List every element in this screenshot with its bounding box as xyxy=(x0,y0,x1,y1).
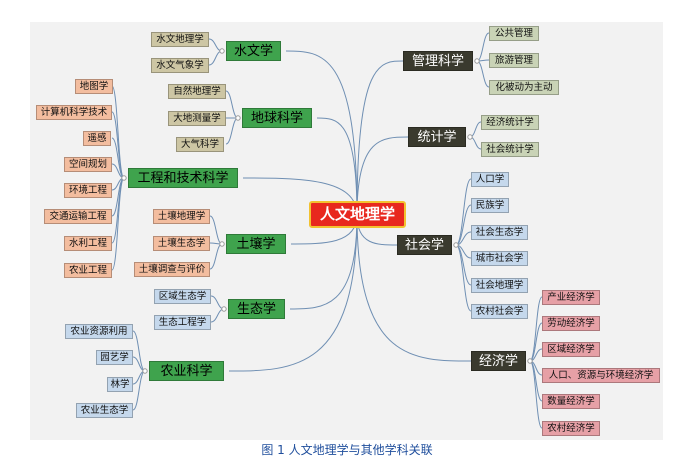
link-ecology-leaf-1 xyxy=(210,308,225,323)
junction-management xyxy=(474,58,480,64)
branch-ecology: 生态学 xyxy=(228,299,285,319)
link-statistics-leaf-0 xyxy=(469,121,482,138)
leaf-soil-geography: 土壤地理学 xyxy=(153,209,210,224)
link-engineering-leaf-6 xyxy=(111,177,125,244)
leaf-demography: 人口学 xyxy=(471,172,509,187)
branch-statistics: 统计学 xyxy=(408,127,466,147)
figure-caption: 图 1 人文地理学与其他学科关联 xyxy=(261,443,433,457)
leaf-cartography: 地图学 xyxy=(75,79,113,94)
branch-management: 管理科学 xyxy=(403,51,473,71)
leaf-economic-statistics: 经济统计学 xyxy=(481,115,539,130)
leaf-computer-science: 计算机科学技术 xyxy=(36,105,112,120)
link-earth-leaf-0 xyxy=(225,90,239,119)
link-earth-leaf-2 xyxy=(225,117,239,145)
leaf-spatial-planning: 空间规划 xyxy=(64,157,112,172)
branch-earth-science: 地球科学 xyxy=(242,108,312,128)
link-engineering-leaf-7 xyxy=(111,177,125,271)
link-statistics xyxy=(356,136,409,216)
leaf-labor-economics: 劳动经济学 xyxy=(542,316,600,331)
link-sociology-leaf-5 xyxy=(455,244,472,312)
leaf-soil-survey: 土壤调查与评价 xyxy=(134,262,210,277)
link-engineering-leaf-1 xyxy=(111,111,125,179)
link-agriculture xyxy=(228,214,358,372)
junction-agriculture xyxy=(142,368,148,374)
center-node: 人文地理学 xyxy=(309,201,406,228)
link-economics xyxy=(356,214,472,362)
leaf-agricultural-resources: 农业资源利用 xyxy=(65,324,133,339)
leaf-industrial-economics: 产业经济学 xyxy=(542,290,600,305)
link-management xyxy=(356,60,404,216)
link-ecology xyxy=(289,214,358,310)
leaf-social-ecology: 社会生态学 xyxy=(471,225,528,240)
link-economics-leaf-5 xyxy=(529,360,543,429)
leaf-hydrology-geography: 水文地理学 xyxy=(151,32,209,47)
leaf-regional-economics: 区域经济学 xyxy=(542,342,600,357)
junction-earth xyxy=(235,115,241,121)
leaf-soil-ecology: 土壤生态学 xyxy=(153,236,210,251)
leaf-tourism-management: 旅游管理 xyxy=(489,53,539,68)
leaf-transportation-engineering: 交通运输工程 xyxy=(44,209,112,224)
junction-statistics xyxy=(467,134,473,140)
link-economics-leaf-0 xyxy=(529,296,543,362)
leaf-quantitative-economics: 数量经济学 xyxy=(542,394,600,409)
link-management-leaf-2 xyxy=(476,60,490,88)
junction-soil xyxy=(219,241,225,247)
junction-engineering xyxy=(121,175,127,181)
branch-agriculture: 农业科学 xyxy=(149,361,224,381)
leaf-rural-sociology: 农村社会学 xyxy=(471,304,528,319)
leaf-rural-economics: 农村经济学 xyxy=(542,421,600,436)
link-earth xyxy=(316,117,358,216)
leaf-proactive: 化被动为主动 xyxy=(489,80,559,95)
junction-hydrology xyxy=(219,48,225,54)
leaf-public-management: 公共管理 xyxy=(489,26,539,41)
branch-hydrology: 水文学 xyxy=(226,41,281,61)
leaf-atmospheric-science: 大气科学 xyxy=(176,137,224,152)
leaf-agricultural-engineering: 农业工程 xyxy=(64,263,112,278)
link-soil-leaf-2 xyxy=(209,243,223,270)
leaf-physical-geography: 自然地理学 xyxy=(168,84,226,99)
leaf-regional-ecology: 区域生态学 xyxy=(154,289,211,304)
branch-sociology: 社会学 xyxy=(397,235,452,255)
link-sociology-leaf-0 xyxy=(455,178,472,246)
link-ecology-leaf-0 xyxy=(210,295,225,310)
link-management-leaf-0 xyxy=(476,32,490,62)
leaf-ecological-engineering: 生态工程学 xyxy=(154,315,211,330)
leaf-environmental-engineering: 环境工程 xyxy=(64,183,112,198)
branch-soil: 土壤学 xyxy=(226,234,286,254)
link-soil-leaf-0 xyxy=(209,215,223,245)
leaf-social-statistics: 社会统计学 xyxy=(481,142,539,157)
leaf-remote-sensing: 遥感 xyxy=(83,131,111,146)
leaf-agricultural-ecology: 农业生态学 xyxy=(76,403,133,418)
leaf-hydro-meteorology: 水文气象学 xyxy=(151,58,209,73)
leaf-ethnology: 民族学 xyxy=(471,198,509,213)
junction-sociology xyxy=(453,242,459,248)
link-hydrology xyxy=(285,50,358,216)
leaf-forestry: 林学 xyxy=(107,377,133,392)
leaf-horticulture: 园艺学 xyxy=(96,350,133,365)
leaf-geodesy: 大地测量学 xyxy=(168,111,226,126)
leaf-population-resource-environment-economics: 人口、资源与环境经济学 xyxy=(542,368,660,383)
branch-economics: 经济学 xyxy=(471,351,526,371)
link-hydrology-leaf-1 xyxy=(208,50,223,66)
junction-economics xyxy=(527,358,533,364)
leaf-social-geography: 社会地理学 xyxy=(471,278,528,293)
leaf-hydraulic-engineering: 水利工程 xyxy=(64,236,112,251)
junction-ecology xyxy=(221,306,227,312)
leaf-urban-sociology: 城市社会学 xyxy=(471,251,528,266)
branch-engineering: 工程和技术科学 xyxy=(128,168,238,188)
